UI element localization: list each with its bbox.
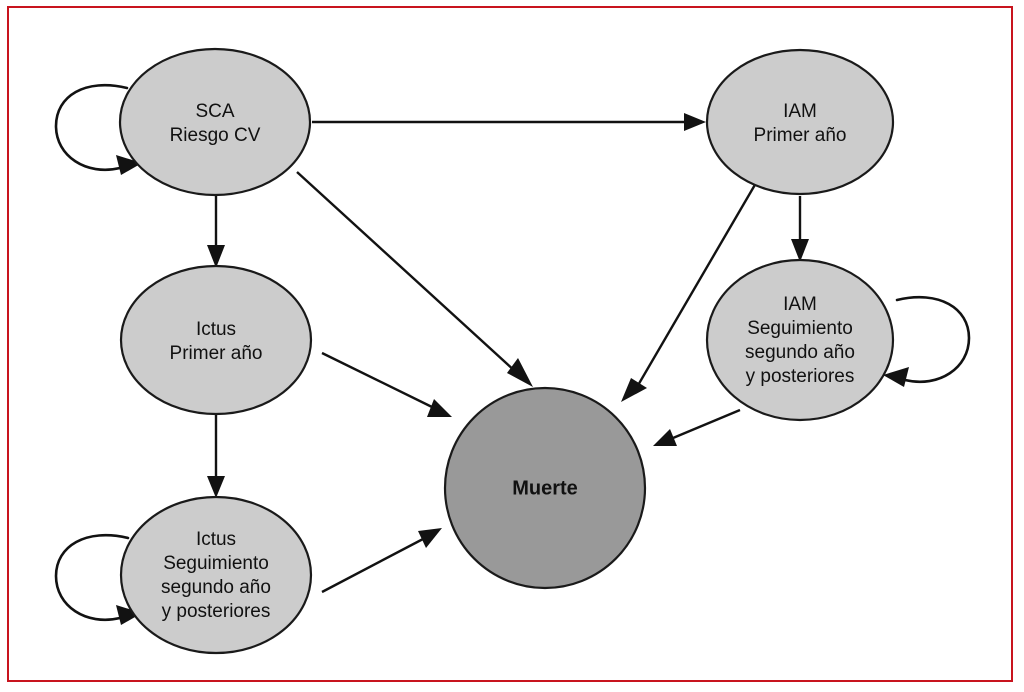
edge-ictus-primer-to-ictus-seguimiento	[207, 414, 225, 498]
arrow-head-icon	[427, 399, 452, 417]
arrow-head-icon	[116, 155, 142, 175]
edge-sca-to-ictus-primer	[207, 196, 225, 268]
edge-sca-to-muerte	[296, 171, 533, 387]
edge-iam-seguimiento-self-loop	[883, 295, 971, 387]
nodes-layer: SCA Riesgo CV IAM Primer año Ictus Prime…	[118, 47, 895, 655]
arrow-head-icon	[621, 378, 647, 402]
node-iam-primer[interactable]: IAM Primer año	[705, 48, 895, 196]
arrow-head-icon	[116, 605, 142, 625]
node-muerte-shape[interactable]	[443, 386, 647, 590]
arrow-head-icon	[207, 476, 225, 498]
arrow-head-icon	[791, 239, 809, 262]
edge-ictus-seguimiento-to-muerte	[321, 528, 442, 594]
arrow-head-icon	[418, 528, 442, 548]
node-ictus-seguimiento-shape[interactable]	[119, 495, 313, 655]
arrow-head-icon	[507, 358, 533, 387]
node-sca[interactable]: SCA Riesgo CV	[118, 47, 312, 197]
edge-sca-self-loop	[54, 83, 142, 175]
node-iam-seguimiento[interactable]: IAM Seguimiento segundo año y posteriore…	[705, 258, 895, 422]
edge-ictus-seguimiento-self-loop	[54, 533, 142, 625]
edge-ictus-primer-to-muerte	[321, 351, 452, 417]
edge-sca-to-iam-primer	[312, 113, 706, 131]
node-ictus-seguimiento[interactable]: Ictus Seguimiento segundo año y posterio…	[119, 495, 313, 655]
node-iam-primer-shape[interactable]	[705, 48, 895, 196]
node-sca-shape[interactable]	[118, 47, 312, 197]
arrow-head-icon	[883, 367, 909, 387]
node-iam-seguimiento-shape[interactable]	[705, 258, 895, 422]
edge-iam-seguimiento-to-muerte	[653, 408, 741, 446]
node-muerte[interactable]: Muerte	[443, 386, 647, 590]
arrow-head-icon	[653, 429, 677, 446]
edge-iam-primer-to-muerte	[621, 182, 758, 402]
edges-layer	[54, 83, 971, 625]
node-ictus-primer-shape[interactable]	[119, 264, 313, 416]
arrow-head-icon	[207, 245, 225, 268]
arrow-head-icon	[684, 113, 706, 131]
edge-iam-primer-to-iam-seguimiento	[791, 196, 809, 262]
node-ictus-primer[interactable]: Ictus Primer año	[119, 264, 313, 416]
